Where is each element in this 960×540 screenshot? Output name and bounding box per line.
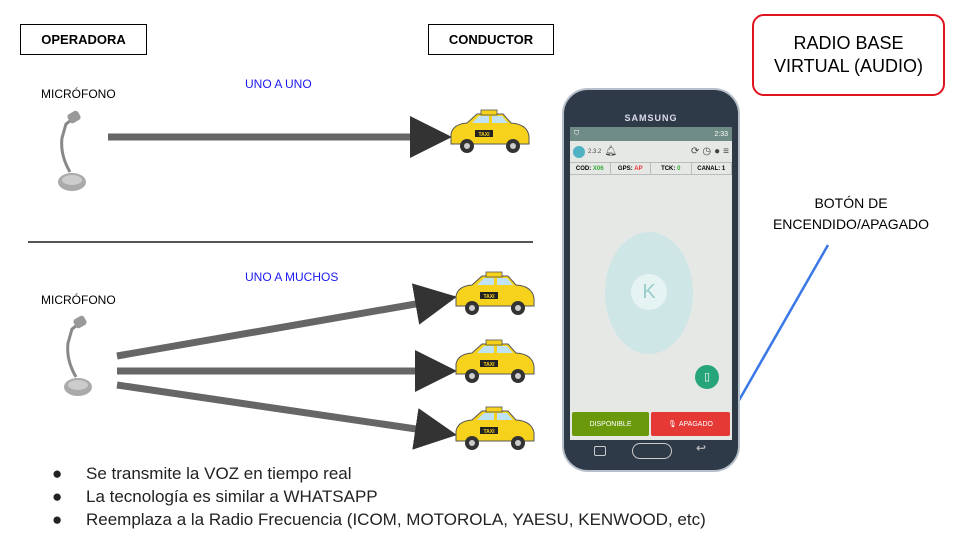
bullet-item: ●Se transmite la VOZ en tiempo real (52, 464, 352, 483)
bullet-text: Se transmite la VOZ en tiempo real (86, 464, 352, 483)
phone-brand: SAMSUNG (624, 113, 678, 123)
bullet-text: Reemplaza a la Radio Frecuencia (ICOM, M… (86, 510, 706, 529)
canal-value: 1 (721, 165, 726, 172)
back-icon[interactable]: ↩ (696, 441, 707, 455)
off-button-label: APAGADO (678, 420, 713, 428)
taxi-sign-text: TAXI (483, 362, 495, 368)
microphone-icon (62, 313, 94, 398)
mic-label-1: MICRÓFONO (41, 87, 116, 101)
phone-screen: ⛉ 2:33 2.3.2 🔔︎ ⟳ ◷ ● ≡ COD: X06 GPS: AP … (570, 127, 732, 440)
app-version: 2.3.2 (588, 148, 602, 155)
bullet-text: La tecnología es similar a WHATSAPP (86, 487, 378, 506)
off-button[interactable]: 🎙︎ APAGADO (651, 412, 730, 436)
status-time: 2:33 (714, 130, 728, 138)
button-note-line2: ENCENDIDO/APAGADO (772, 216, 930, 232)
app-logo-icon (573, 145, 585, 158)
cod-value: X06 (592, 165, 604, 172)
taxi-icon (455, 271, 535, 316)
tck-label: TCK: (661, 165, 676, 172)
home-button[interactable] (632, 443, 672, 459)
sync-icon[interactable]: ⟳ (690, 146, 700, 157)
history-icon[interactable]: ◷ (702, 146, 712, 157)
tck-value: 0 (677, 165, 681, 172)
status-bar: ⛉ 2:33 (570, 127, 732, 141)
button-note: BOTÓN DE ENCENDIDO/APAGADO (742, 193, 960, 235)
bullet-item: ●La tecnología es similar a WHATSAPP (52, 487, 378, 506)
floating-action-button[interactable]: ▯ (695, 365, 719, 389)
arrow-many-1 (116, 283, 457, 360)
taxi-sign-text: TAXI (483, 429, 495, 435)
canal-label: CANAL: (697, 165, 721, 172)
taxi-icon (455, 339, 535, 384)
taxi-icon (455, 406, 535, 451)
ptt-logo[interactable]: K (605, 232, 693, 354)
bell-icon[interactable]: 🔔︎ (604, 146, 618, 157)
arrow-many-3 (116, 381, 457, 450)
menu-icon[interactable]: ≡ (723, 146, 729, 157)
mic-label-2: MICRÓFONO (41, 293, 116, 307)
radio-base-line1: RADIO BASE (793, 33, 904, 53)
pointer-arrow (724, 244, 830, 426)
mode-one-to-many: UNO A MUCHOS (245, 270, 339, 284)
conductor-header: CONDUCTOR (428, 24, 554, 55)
taxi-sign-text: TAXI (483, 294, 495, 300)
mode-one-to-one: UNO A UNO (245, 77, 312, 91)
radio-base-box: RADIO BASE VIRTUAL (AUDIO) (752, 14, 945, 96)
k-logo-icon: K (631, 274, 667, 310)
taxi-sign-text: TAXI (478, 132, 490, 138)
taxi-icon (450, 109, 530, 154)
microphone-icon (56, 108, 88, 193)
mic-off-icon: 🎙︎ (668, 421, 679, 428)
available-button[interactable]: DISPONIBLE (572, 412, 649, 436)
radio-base-line2: VIRTUAL (AUDIO) (773, 56, 924, 76)
button-note-line1: BOTÓN DE (814, 195, 888, 211)
shield-icon: ⛉ (574, 130, 580, 137)
recent-apps-icon[interactable] (594, 446, 606, 456)
operadora-header: OPERADORA (20, 24, 147, 55)
app-bar: 2.3.2 🔔︎ ⟳ ◷ ● ≡ (570, 141, 732, 162)
cod-label: COD: (575, 165, 592, 172)
gps-label: GPS: (617, 165, 633, 172)
info-bar: COD: X06 GPS: AP TCK: 0 CANAL: 1 (570, 162, 732, 175)
gps-value: AP (634, 165, 643, 172)
bullet-item: ●Reemplaza a la Radio Frecuencia (ICOM, … (52, 510, 706, 529)
globe-icon[interactable]: ● (714, 146, 721, 157)
